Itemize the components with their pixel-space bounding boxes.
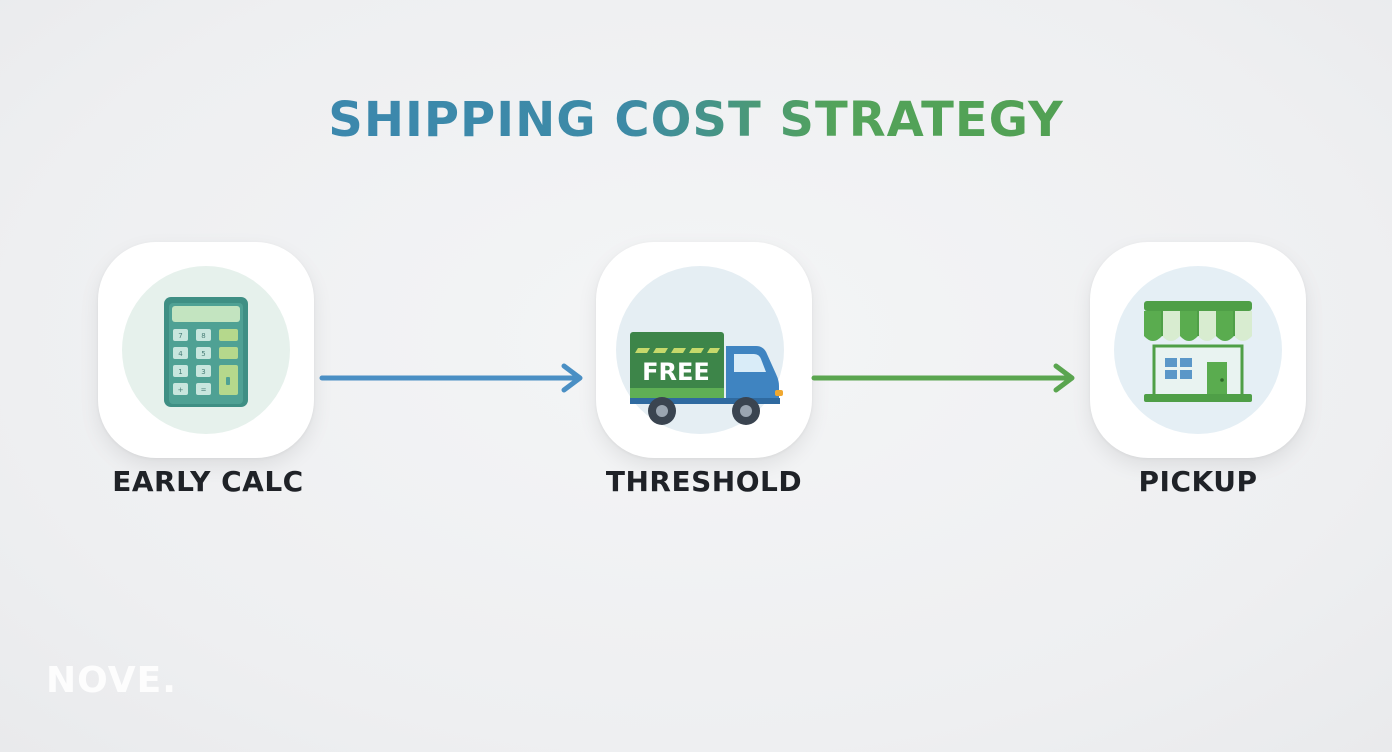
storefront-icon	[1144, 301, 1252, 402]
svg-text:7: 7	[178, 332, 182, 340]
watermark-logo: NOVE.	[46, 660, 177, 701]
step-label-threshold: THRESHOLD	[605, 465, 803, 498]
connector-arrow-2	[811, 363, 1075, 393]
svg-text:=: =	[201, 386, 207, 394]
icon-circle: 7 8 4 5 1 3 + =	[122, 266, 290, 434]
icon-circle: FREE	[616, 266, 784, 434]
step-card-pickup	[1090, 242, 1306, 458]
calculator-icon: 7 8 4 5 1 3 + =	[164, 297, 248, 407]
svg-text:8: 8	[201, 332, 205, 340]
step-label-pickup: PICKUP	[1138, 465, 1258, 498]
svg-text:3: 3	[201, 368, 205, 376]
diagram-title: SHIPPING COST STRATEGY	[0, 92, 1392, 148]
free-badge-text: FREE	[642, 358, 710, 386]
connector-arrow-1	[319, 363, 583, 393]
step-card-threshold: FREE	[596, 242, 812, 458]
step-label-early-calc: EARLY CALC	[112, 465, 304, 498]
svg-text:5: 5	[201, 350, 205, 358]
svg-text:+: +	[178, 386, 184, 394]
icon-circle	[1114, 266, 1282, 434]
step-card-early-calc: 7 8 4 5 1 3 + =	[98, 242, 314, 458]
svg-text:4: 4	[178, 350, 183, 358]
free-shipping-truck-icon: FREE	[630, 332, 783, 425]
svg-text:1: 1	[178, 368, 182, 376]
